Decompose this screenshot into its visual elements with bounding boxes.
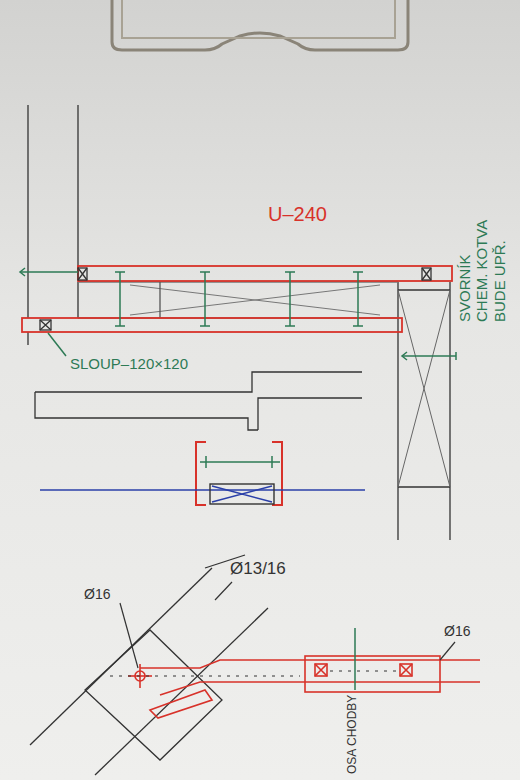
note-label: SVORNÍK CHEM. KOTVA BUDE UPŘ.: [456, 214, 508, 322]
profile-label: U–240: [268, 203, 327, 225]
u-channel: [22, 266, 452, 332]
axis-label: OSA CHODBY: [346, 695, 359, 774]
u-channel-section: [196, 442, 282, 505]
bolt: [200, 456, 280, 468]
bolt-axis: [110, 671, 400, 676]
slab-section: [35, 372, 362, 430]
diagonal-beam: [30, 555, 268, 775]
floor-line: [40, 489, 365, 491]
column-symbol: [40, 268, 431, 330]
dimension-label: Ø16: [84, 587, 110, 602]
corridor-axis: [354, 628, 356, 690]
u-channel: [128, 656, 480, 718]
bolt: [20, 268, 456, 360]
clipboard-clip: [112, 0, 408, 50]
dimension-label: Ø13/16: [230, 560, 286, 579]
dimension-label: Ø16: [444, 624, 470, 639]
column-symbol: [210, 484, 274, 504]
column-label: SLOUP–120×120: [70, 356, 188, 373]
leader-line: [120, 582, 455, 668]
wall-lines: [28, 105, 450, 540]
